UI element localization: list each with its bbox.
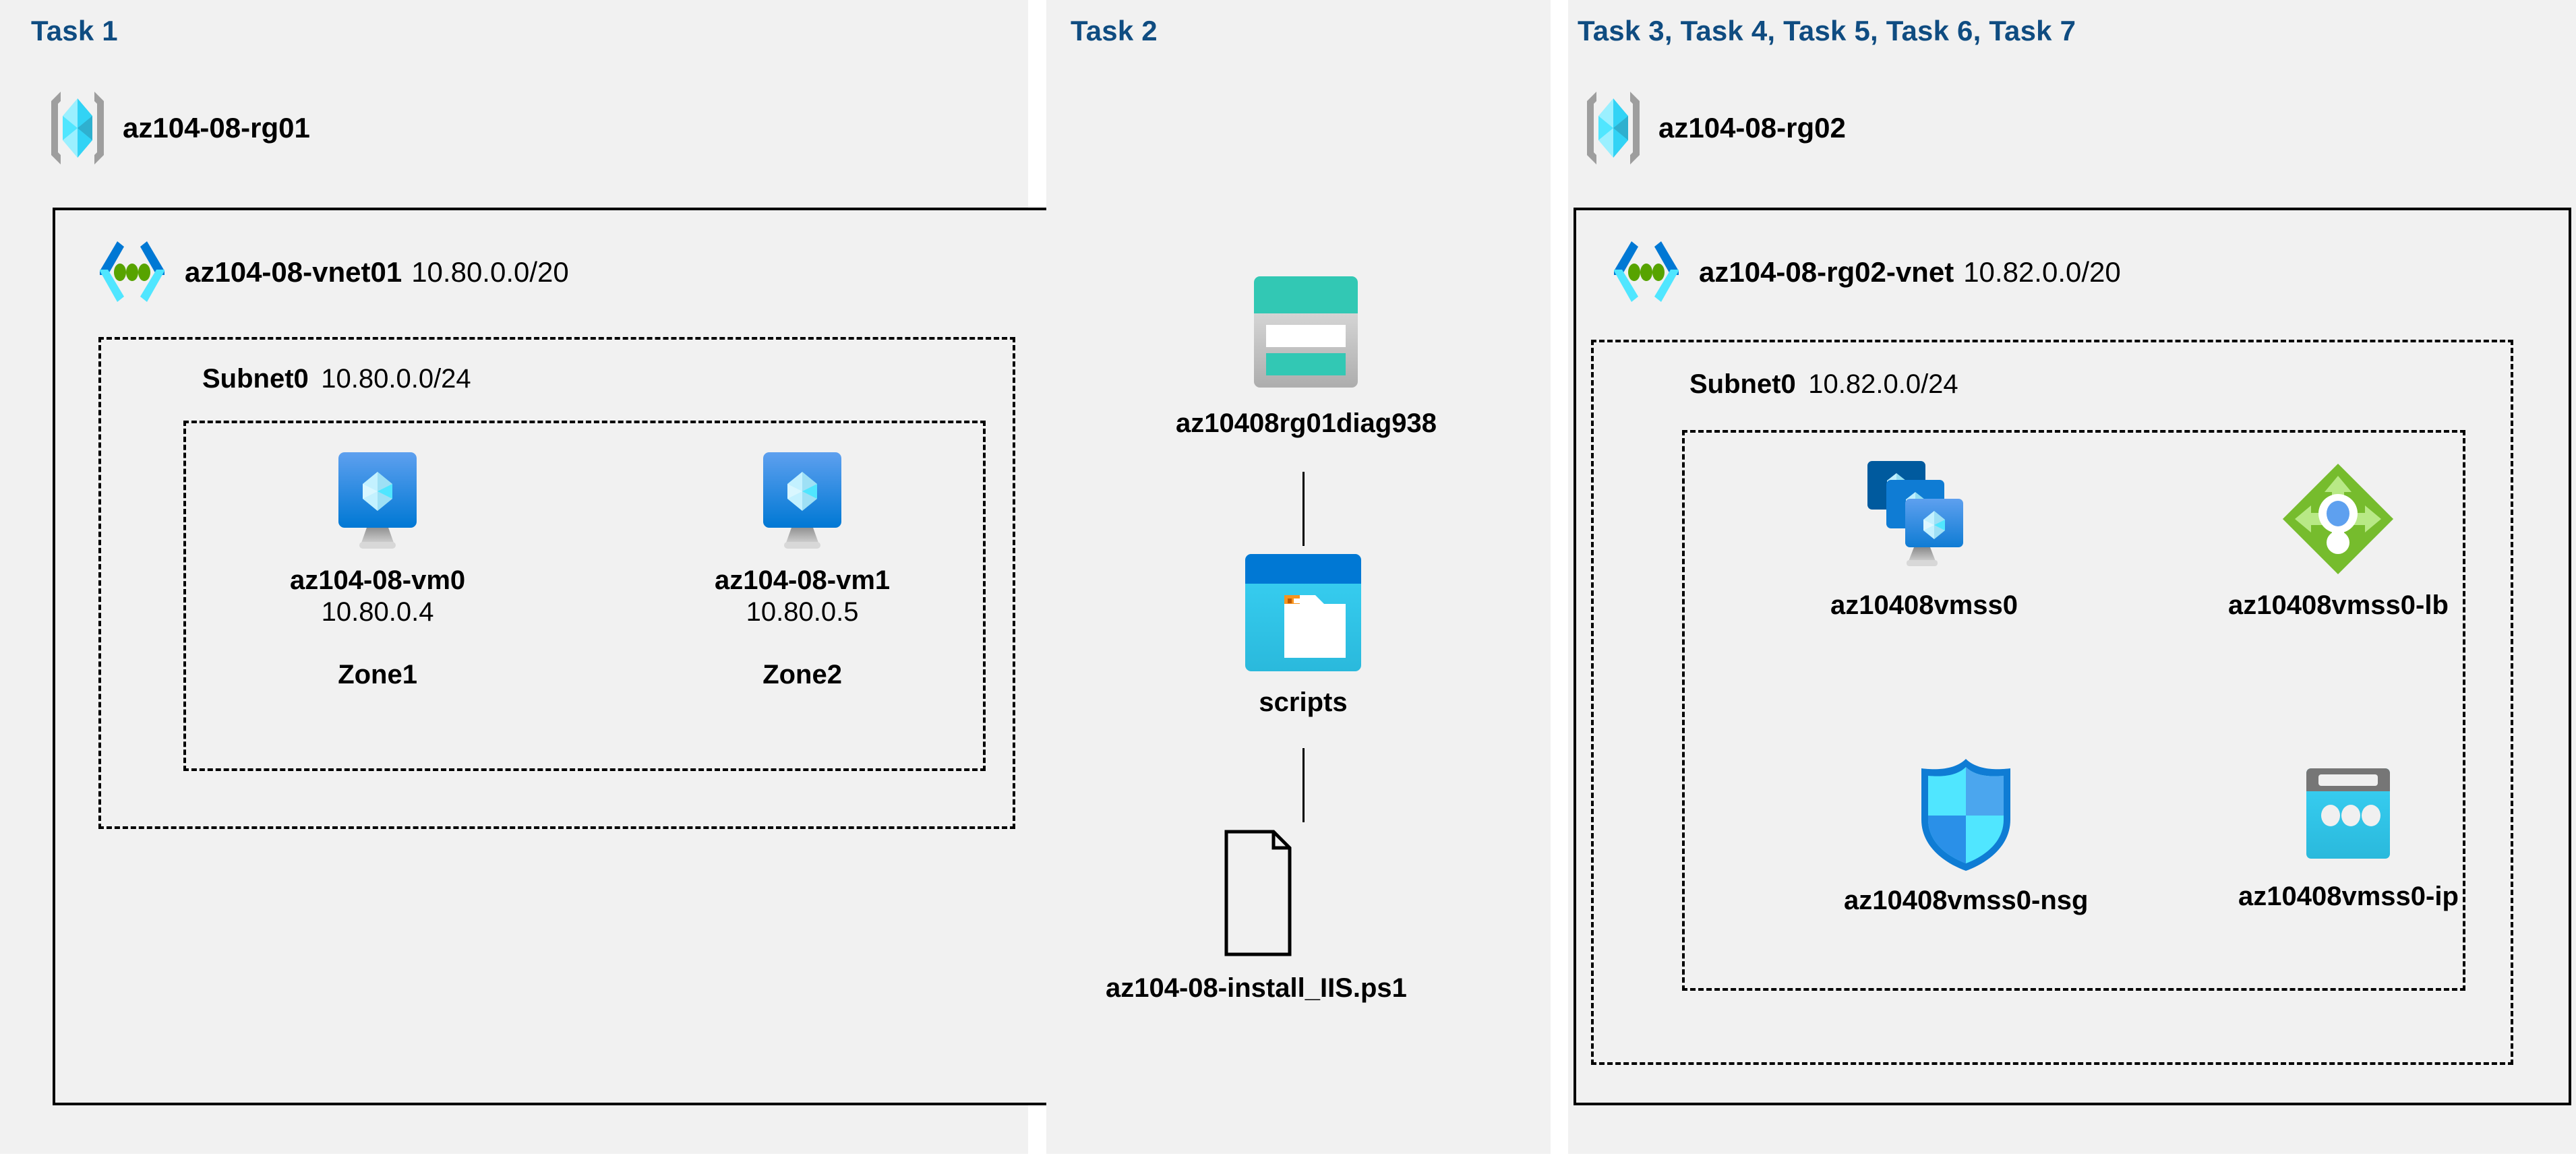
file-name: az104-08-install_IIS.ps1: [1106, 973, 1407, 1003]
file-node[interactable]: az104-08-install_IIS.ps1: [1106, 828, 1407, 1004]
rg02-vnet-header: az104-08-rg02-vnet 10.82.0.0/20: [1609, 237, 2121, 307]
subnet0-rg01-name: Subnet0: [202, 364, 309, 394]
vm0-zone: Zone1: [338, 660, 417, 689]
nsg-name: az10408vmss0-nsg: [1844, 886, 2089, 915]
load-balancer-node[interactable]: az10408vmss0-lb: [2228, 458, 2449, 621]
vm1-zone: Zone2: [762, 660, 842, 689]
blob-container-name: scripts: [1259, 687, 1348, 717]
resource-group-icon: [1583, 89, 1644, 167]
subnet0-rg02-cidr: 10.82.0.0/24: [1808, 369, 1958, 399]
vnet01-cidr: 10.80.0.0/20: [411, 256, 569, 288]
task1-title: Task 1: [31, 15, 118, 47]
network-security-group-icon: [1912, 755, 2020, 875]
file-icon: [1195, 828, 1317, 962]
connector-storage-to-container: [1302, 472, 1305, 546]
rg02-vnet-name: az104-08-rg02-vnet: [1699, 256, 1954, 288]
virtual-network-icon: [1609, 237, 1684, 307]
vnet01-header: az104-08-vnet01 10.80.0.0/20: [94, 237, 569, 307]
public-ip-address-icon: [2298, 763, 2399, 871]
storage-account-icon: [1242, 270, 1370, 398]
vm0-ip: 10.80.0.4: [321, 597, 434, 627]
public-ip-node[interactable]: az10408vmss0-ip: [2238, 763, 2459, 912]
storage-account-node[interactable]: az10408rg01diag938: [1176, 270, 1437, 439]
vm1-ip: 10.80.0.5: [746, 597, 859, 627]
blob-container-node[interactable]: scripts: [1240, 551, 1366, 718]
resource-group-header-rg02: az104-08-rg02: [1583, 89, 1846, 167]
resource-group-name-rg02: az104-08-rg02: [1658, 112, 1846, 144]
connector-container-to-file: [1302, 748, 1305, 822]
resource-group-icon: [47, 89, 108, 167]
task3-7-title: Task 3, Task 4, Task 5, Task 6, Task 7: [1578, 15, 2076, 47]
virtual-network-icon: [94, 237, 170, 307]
subnet0-rg01-header: Subnet0 10.80.0.0/24: [202, 364, 471, 394]
virtual-machine-icon: [752, 450, 853, 555]
vm1-name: az104-08-vm1: [715, 565, 891, 595]
vm-scale-set-icon: [1863, 458, 1985, 580]
subnet0-rg02-boundary: [1591, 340, 2513, 1065]
vm-node-az104-08-vm1[interactable]: az104-08-vm1 10.80.0.5 Zone2: [715, 450, 890, 690]
load-balancer-icon: [2277, 458, 2399, 580]
vmss-name: az10408vmss0: [1830, 590, 2018, 620]
storage-account-name: az10408rg01diag938: [1176, 408, 1437, 438]
vnet01-name: az104-08-vnet01: [185, 256, 402, 288]
vm0-name: az104-08-vm0: [290, 565, 466, 595]
resource-group-header-rg01: az104-08-rg01: [47, 89, 310, 167]
vm-zone-boundary: [183, 421, 986, 771]
vmss-resources-boundary: [1682, 430, 2465, 991]
subnet0-rg01-boundary: [98, 337, 1015, 829]
subnet0-rg02-name: Subnet0: [1689, 369, 1796, 399]
resource-group-name-rg01: az104-08-rg01: [123, 112, 310, 144]
virtual-machine-icon: [327, 450, 428, 555]
vmss-node[interactable]: az10408vmss0: [1830, 458, 2018, 621]
rg02-vnet-cidr: 10.82.0.0/20: [1963, 256, 2121, 288]
nsg-node[interactable]: az10408vmss0-nsg: [1844, 755, 2088, 916]
blob-container-icon: [1240, 551, 1366, 677]
vm-node-az104-08-vm0[interactable]: az104-08-vm0 10.80.0.4 Zone1: [290, 450, 465, 690]
task2-title: Task 2: [1071, 15, 1158, 47]
rg02-vnet-boundary: [1574, 208, 2571, 1105]
subnet0-rg02-header: Subnet0 10.82.0.0/24: [1689, 369, 1958, 400]
public-ip-name: az10408vmss0-ip: [2238, 882, 2459, 911]
subnet0-rg01-cidr: 10.80.0.0/24: [321, 364, 471, 394]
load-balancer-name: az10408vmss0-lb: [2228, 590, 2449, 620]
